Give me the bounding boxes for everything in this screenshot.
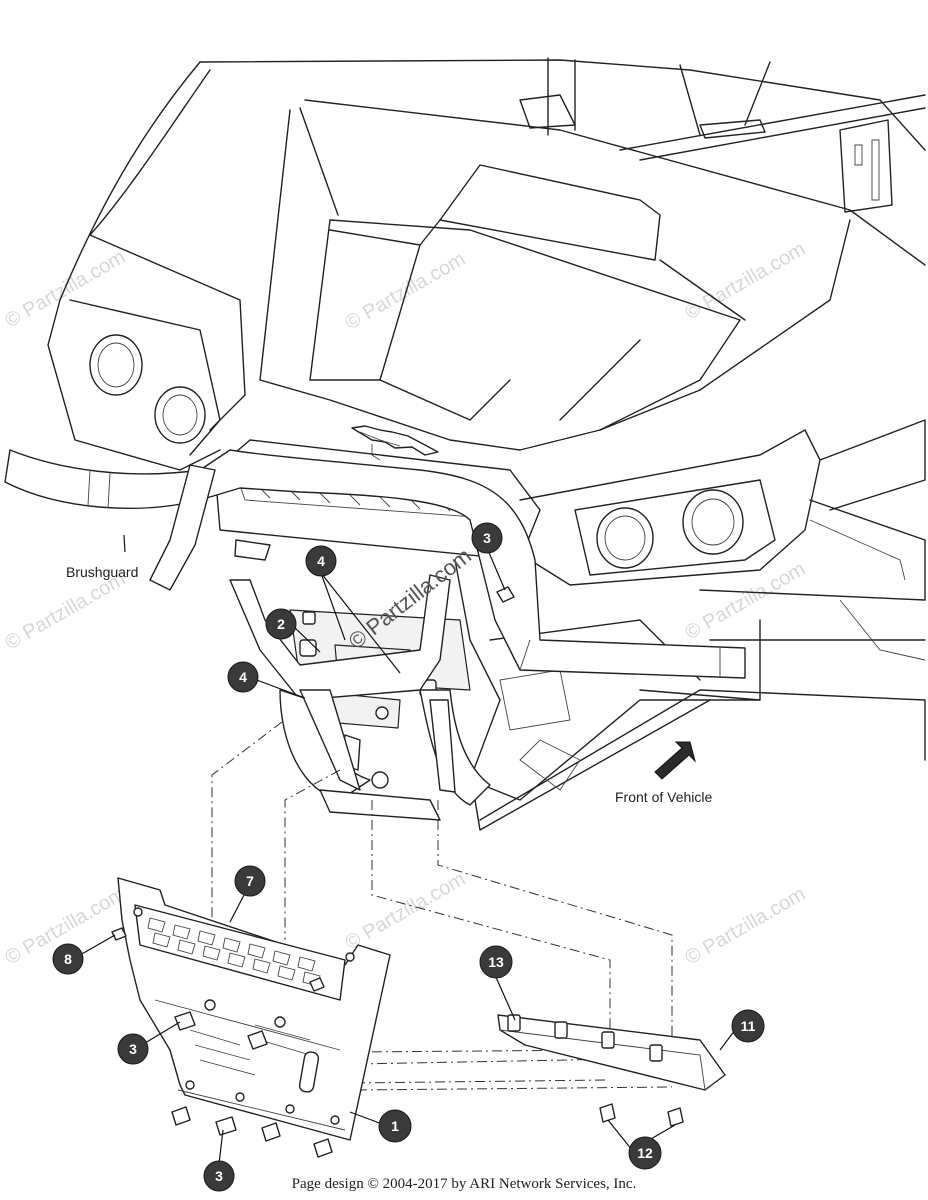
callout-number: 2 [277, 616, 285, 632]
callout-3[interactable]: 3 [117, 1033, 149, 1065]
page-footer: Page design © 2004-2017 by ARI Network S… [291, 1176, 637, 1192]
callout-number: 3 [129, 1041, 137, 1057]
callout-number: 3 [215, 1168, 223, 1184]
callout-2[interactable]: 2 [265, 608, 297, 640]
front-of-vehicle-label: Front of Vehicle [615, 789, 712, 805]
brushguard-label: Brushguard [66, 564, 138, 580]
callout-number: 3 [483, 530, 491, 546]
vehicle-body [47, 57, 926, 831]
callout-12[interactable]: 12 [628, 1136, 662, 1170]
callout-number: 12 [637, 1145, 653, 1161]
callout-13[interactable]: 13 [479, 945, 513, 979]
bracket-11 [497, 1014, 726, 1127]
callout-number: 13 [488, 954, 504, 970]
callout-number: 1 [391, 1118, 399, 1134]
skid-plate [111, 877, 391, 1158]
front-direction-arrow [654, 741, 696, 780]
watermark: © Partzilla.com [342, 248, 470, 334]
callout-number: 8 [64, 951, 72, 967]
callout-number: 7 [246, 873, 254, 889]
callout-1[interactable]: 1 [378, 1109, 412, 1143]
callout-number: 4 [239, 669, 247, 685]
callout-11[interactable]: 11 [731, 1009, 765, 1043]
watermark: © Partzilla.com [682, 883, 810, 969]
callout-7[interactable]: 7 [234, 865, 266, 897]
watermark: © Partzilla.com [2, 568, 130, 654]
callout-number: 4 [317, 553, 325, 569]
callout-4[interactable]: 4 [227, 661, 259, 693]
watermark: © Partzilla.com [342, 868, 470, 954]
callout-3[interactable]: 3 [203, 1160, 235, 1192]
leaders [79, 534, 736, 1165]
callout-4[interactable]: 4 [305, 545, 337, 577]
callout-3[interactable]: 3 [471, 522, 503, 554]
callout-8[interactable]: 8 [52, 943, 84, 975]
watermark: © Partzilla.com [682, 238, 810, 324]
brushguard [4, 449, 746, 821]
callout-number: 11 [741, 1018, 756, 1034]
